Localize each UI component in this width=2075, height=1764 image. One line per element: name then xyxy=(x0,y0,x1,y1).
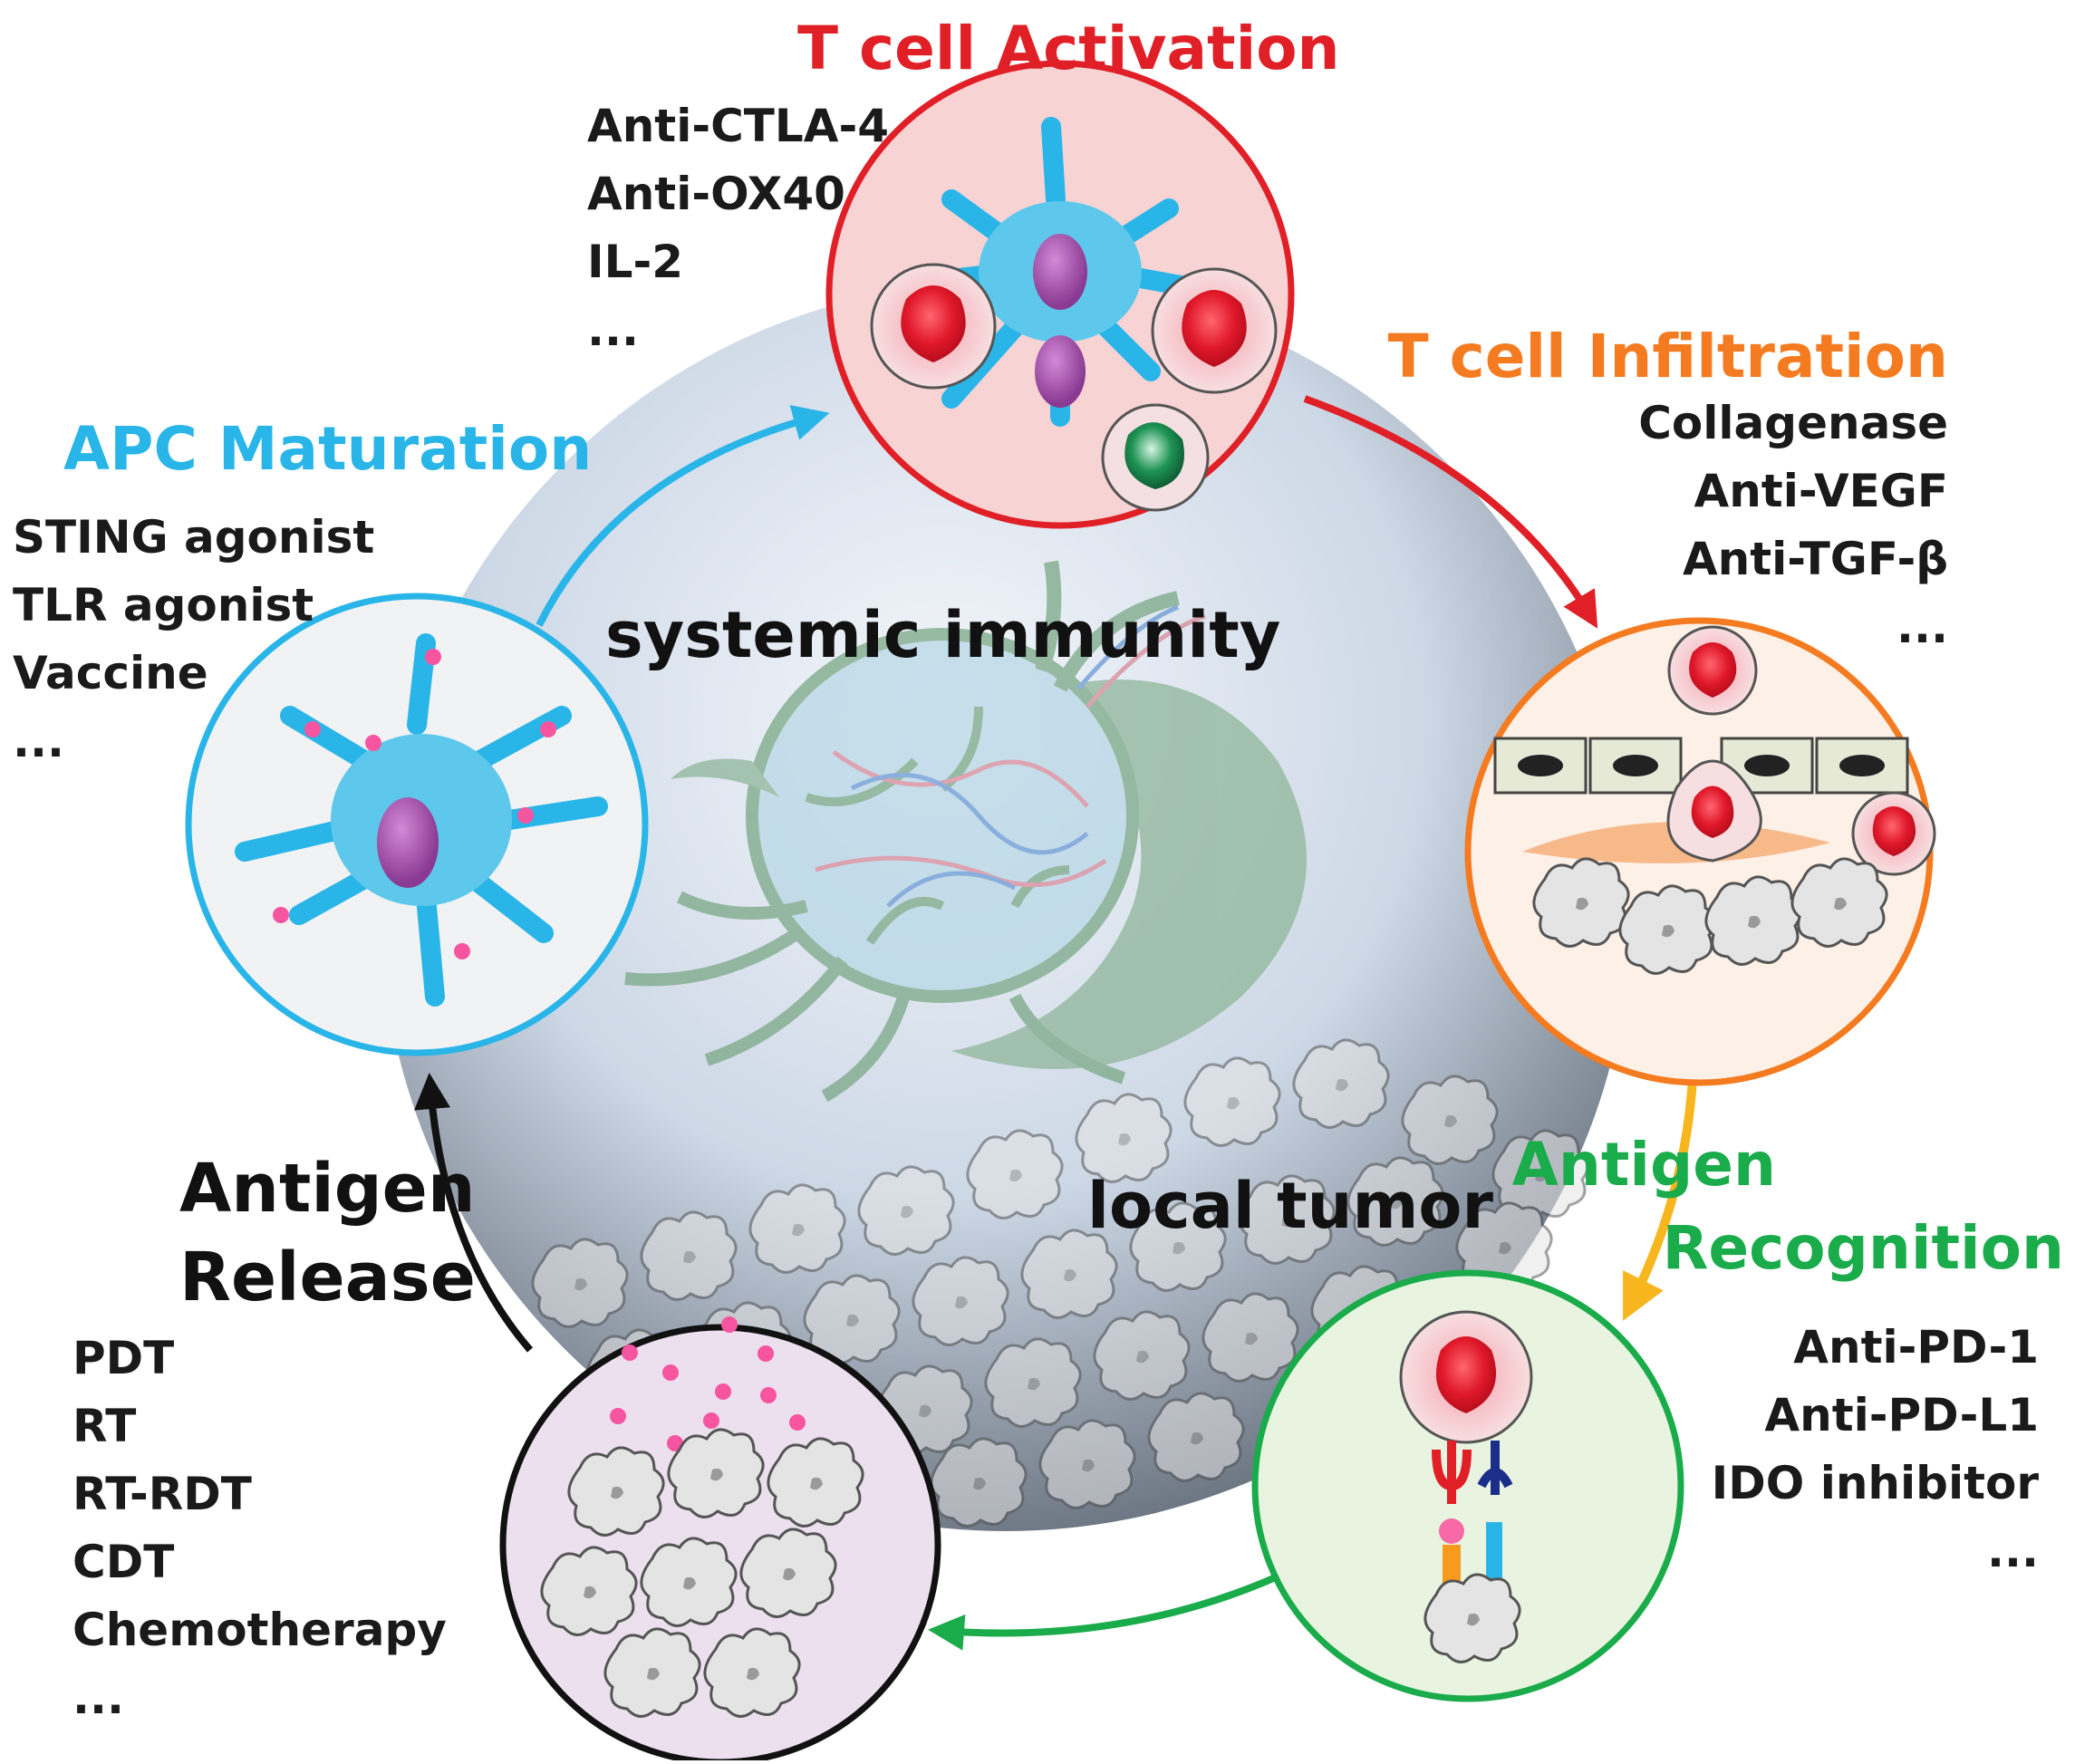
release-item: ... xyxy=(72,1672,124,1724)
lymph-node-illustration xyxy=(624,560,1307,1103)
infiltration-item: Collagenase xyxy=(1638,397,1948,449)
pd1-receptor-icon xyxy=(1477,1441,1513,1495)
maturation-circle xyxy=(185,593,649,1056)
release-circle xyxy=(499,1316,941,1764)
dendritic-cell-icon xyxy=(235,633,608,1007)
antigen-dots xyxy=(610,1316,806,1451)
maturation-item: Vaccine xyxy=(13,647,208,699)
tumor-cell-icon xyxy=(667,1428,765,1519)
recognition-list: Anti-PD-1 Anti-PD-L1 IDO inhibitor ... xyxy=(1712,1314,2039,1586)
tumor-cell-icon xyxy=(703,1627,801,1719)
infiltration-item: ... xyxy=(1896,601,1948,653)
infiltration-list: Collagenase Anti-VEGF Anti-TGF-β ... xyxy=(1638,390,1948,661)
recognition-title-line1: Antigen xyxy=(1511,1130,1776,1200)
activation-item: ... xyxy=(587,304,639,356)
release-item: RT xyxy=(72,1400,137,1452)
release-item: PDT xyxy=(72,1332,175,1384)
maturation-title: APC Maturation xyxy=(63,414,593,484)
tumor-cell-icon xyxy=(540,1546,638,1637)
arrow-recognition-to-release xyxy=(928,1573,1279,1651)
release-item: CDT xyxy=(72,1536,175,1588)
tumor-cell-icon xyxy=(767,1437,864,1528)
t-cell-icon xyxy=(1151,267,1278,394)
antigen-dots xyxy=(273,649,556,959)
infiltration-circle xyxy=(1464,617,1936,1086)
activation-item: Anti-OX40 xyxy=(587,168,845,220)
tumor-cell-icon xyxy=(567,1446,665,1537)
tumor-cell-icon xyxy=(1532,857,1630,949)
recognition-item: ... xyxy=(1987,1525,2039,1577)
activation-list: Anti-CTLA-4 Anti-OX40 IL-2 ... xyxy=(587,92,889,364)
arrow-activation-to-infiltration xyxy=(1303,395,1598,629)
arrow-infiltration-to-recognition xyxy=(1623,1077,1697,1321)
recognition-circle xyxy=(1251,1269,1684,1702)
release-item: RT-RDT xyxy=(72,1468,252,1520)
tumor-cell-icon xyxy=(1790,857,1888,949)
release-list: PDT RT RT-RDT CDT Chemotherapy ... xyxy=(72,1325,447,1732)
t-cell-icon xyxy=(870,263,997,390)
tcr-receptor-icon xyxy=(1432,1441,1472,1504)
arrow-release-to-maturation xyxy=(414,1073,534,1353)
recognition-item: Anti-PD-L1 xyxy=(1764,1389,2039,1441)
recognition-title-line2: Recognition xyxy=(1662,1213,2064,1283)
tumor-cell-icon xyxy=(603,1627,701,1719)
dendritic-cell-icon xyxy=(923,117,1215,427)
activation-item: Anti-CTLA-4 xyxy=(587,100,889,152)
regulatory-t-cell-icon xyxy=(1101,403,1210,512)
release-title-line1: Antigen xyxy=(179,1150,476,1228)
tumor-cell-icon xyxy=(1424,1573,1521,1664)
tumor-cell-icon xyxy=(1704,875,1802,967)
release-title-line2: Release xyxy=(179,1239,476,1316)
activation-circle xyxy=(825,60,1295,529)
recognition-item: IDO inhibitor xyxy=(1711,1457,2039,1509)
systemic-immunity-label: systemic immunity xyxy=(605,598,1281,672)
maturation-list: STING agonist TLR agonist Vaccine ... xyxy=(13,504,374,776)
activation-title: T cell Activation xyxy=(797,14,1340,83)
arrow-maturation-to-activation xyxy=(536,405,830,627)
maturation-item: STING agonist xyxy=(13,511,375,564)
infiltration-item: Anti-VEGF xyxy=(1694,465,1949,517)
release-item: Chemotherapy xyxy=(72,1604,447,1656)
tumor-cell-icon xyxy=(640,1537,738,1628)
tumor-cell-icon xyxy=(739,1528,837,1619)
maturation-item: TLR agonist xyxy=(13,579,314,631)
recognition-item: Anti-PD-1 xyxy=(1793,1321,2039,1374)
tumor-cell-icon xyxy=(1618,884,1716,976)
local-tumor-label: local tumor xyxy=(1087,1169,1494,1243)
maturation-item: ... xyxy=(13,715,64,767)
infiltration-item: Anti-TGF-β xyxy=(1682,533,1948,585)
activation-item: IL-2 xyxy=(587,236,684,288)
infiltration-title: T cell Infiltration xyxy=(1387,322,1948,391)
